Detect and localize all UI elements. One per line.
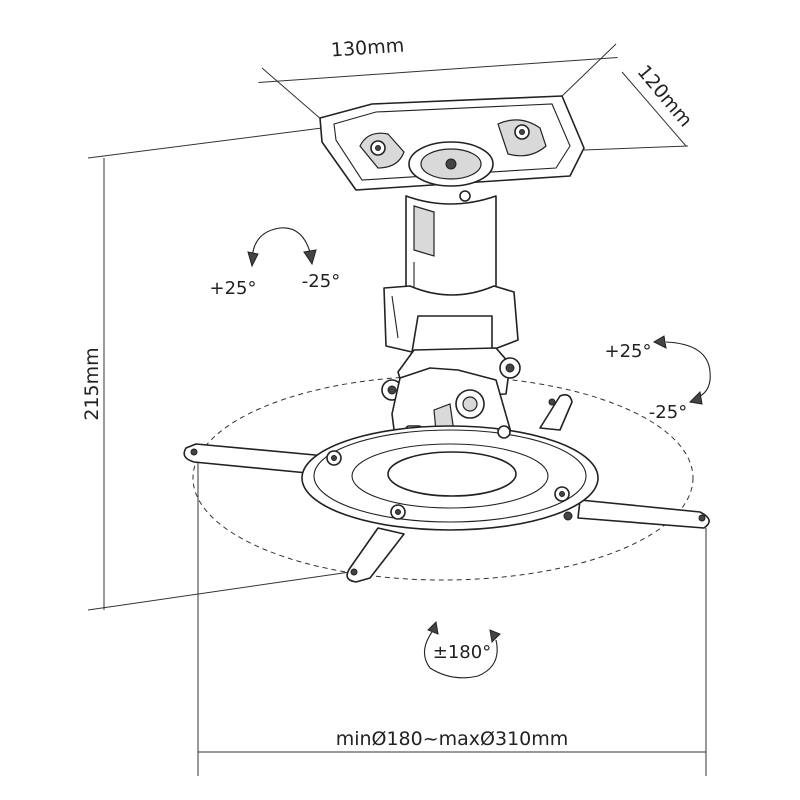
arrowhead-right-icon bbox=[303, 249, 317, 266]
arm-right bbox=[577, 499, 710, 529]
ceiling-plate bbox=[319, 95, 585, 202]
arrowhead-up-icon bbox=[652, 335, 667, 349]
depth-dimension-line bbox=[621, 71, 687, 147]
rotation-label: ±180° bbox=[433, 642, 491, 663]
dimension-lines bbox=[87, 43, 707, 776]
arm-back bbox=[539, 394, 573, 431]
depth-extension bbox=[583, 145, 689, 151]
arrowhead-left-icon bbox=[247, 251, 259, 268]
curved-arrow-icon bbox=[665, 341, 711, 399]
height-extension-top bbox=[87, 127, 323, 159]
arrowhead-down-icon bbox=[688, 390, 703, 405]
tilt-arrows-top bbox=[247, 227, 317, 268]
height-extension-bottom bbox=[87, 571, 351, 611]
tilt-top-minus-label: -25° bbox=[302, 271, 340, 292]
curved-arrow-icon bbox=[251, 227, 311, 263]
projector-bracket bbox=[183, 394, 710, 583]
width-extension-left bbox=[261, 67, 323, 121]
width-dimension-line bbox=[258, 56, 618, 84]
arrowhead-right-icon bbox=[489, 629, 501, 644]
rotation-arrows bbox=[423, 620, 501, 679]
width-extension-right bbox=[559, 43, 617, 99]
arrowhead-left-icon bbox=[427, 620, 439, 635]
tilt-arrows-side bbox=[652, 335, 711, 405]
rotation-arrow-icon bbox=[423, 631, 498, 679]
width-label: 130mm bbox=[330, 34, 405, 61]
plate-range-label: minØ180~maxØ310mm bbox=[336, 728, 569, 750]
tilt-top-plus-label: +25° bbox=[210, 278, 257, 299]
extension-pole bbox=[405, 195, 497, 303]
tilt-side-minus-label: -25° bbox=[649, 402, 687, 423]
height-label: 215mm bbox=[81, 347, 103, 420]
tilt-side-plus-label: +25° bbox=[605, 341, 652, 362]
arm-front bbox=[346, 527, 405, 583]
